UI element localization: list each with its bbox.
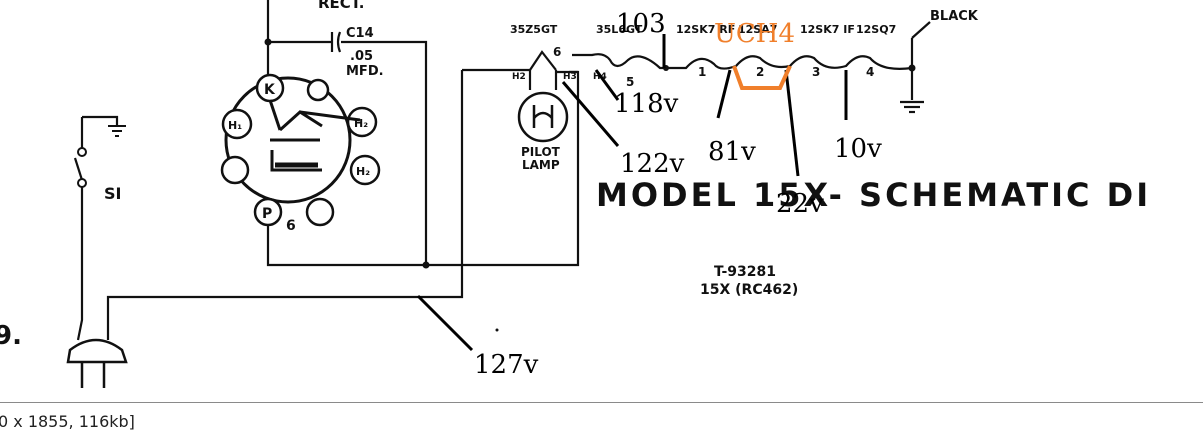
voltage-10: 10v [834,134,882,164]
ground-symbol-right [900,100,924,114]
tube-ucH4-bracket [732,65,792,90]
voltage-118: 118v [614,89,679,119]
part-number-1: T-93281 [714,264,776,280]
ground-wire-label: BLACK [930,9,979,24]
tube-elements [268,99,361,172]
heater-pin-1: 1 [698,65,706,79]
tube-labels: 35Z5GT 35L6GT 12SK7 RF 12SA7 12SK7 IF 12… [510,23,896,36]
tube-label-2: 35L6GT [596,23,643,36]
voltage-annotations: 103 118v 122v 81v 22v 10v 127v [474,9,882,380]
heater-pin-4: 4 [866,65,874,79]
pilot-lamp [517,91,569,143]
tube-label-6: 12SQ7 [856,23,896,36]
tube-ucH4-annotation: UCH4 [714,19,795,49]
figure-number: 9. [0,321,22,351]
capacitor-name: C14 [346,26,374,41]
capacitor-value: .05 [350,49,373,64]
pin-h-lower-right-label: H₂ [356,165,370,178]
voltage-127: 127v [474,350,539,380]
tube-label-4: 12SA7 [738,23,777,36]
lamp-pin-h3: H3 [563,72,577,82]
tube-label-3: 12SK7 RF [676,23,735,36]
switch-s1 [77,147,87,188]
voltage-81: 81v [708,137,756,167]
pin-p-label: P [262,206,272,222]
annotation-leaders [416,34,848,352]
pin-h-right-label: H₂ [354,117,368,130]
pin-labels: 6 5 1 2 3 4 [553,45,874,89]
voltage-103: 103 [616,9,666,39]
switch-label: SI [104,184,121,203]
heater-pin-2: 2 [756,65,764,79]
tube-label-5: 12SK7 IF [800,23,855,36]
part-number-2: 15X (RC462) [700,282,798,298]
tube-socket [220,73,381,227]
heater-pin-5: 5 [626,75,634,89]
ground-symbol-left [108,125,126,137]
heater-pin-6: 6 [553,45,561,59]
rect-label: RECT. [318,0,364,12]
heater-pin-3: 3 [812,65,820,79]
pilot-lamp-label-1: PILOT [521,145,561,159]
pin-k-label: K [264,82,276,98]
footer-divider [0,402,1203,403]
pin-h-left-label: H₁ [228,119,242,132]
lamp-pin-labels: H2 H3 H4 [512,72,607,82]
socket-pin-number: 6 [286,218,296,234]
lamp-pin-h2: H2 [512,72,526,82]
capacitor-unit: MFD. [346,64,384,79]
stray-dot [495,328,499,332]
voltage-22: 22v [776,189,824,219]
wiring [73,0,931,341]
power-plug-icon [66,338,128,388]
pilot-lamp-label-2: LAMP [522,158,560,172]
model-title: MODEL 15X- SCHEMATIC DI [596,176,1151,214]
image-info-text: 0 x 1855, 116kb] [0,412,135,431]
tube-label-1: 35Z5GT [510,23,558,36]
voltage-122: 122v [620,149,685,179]
